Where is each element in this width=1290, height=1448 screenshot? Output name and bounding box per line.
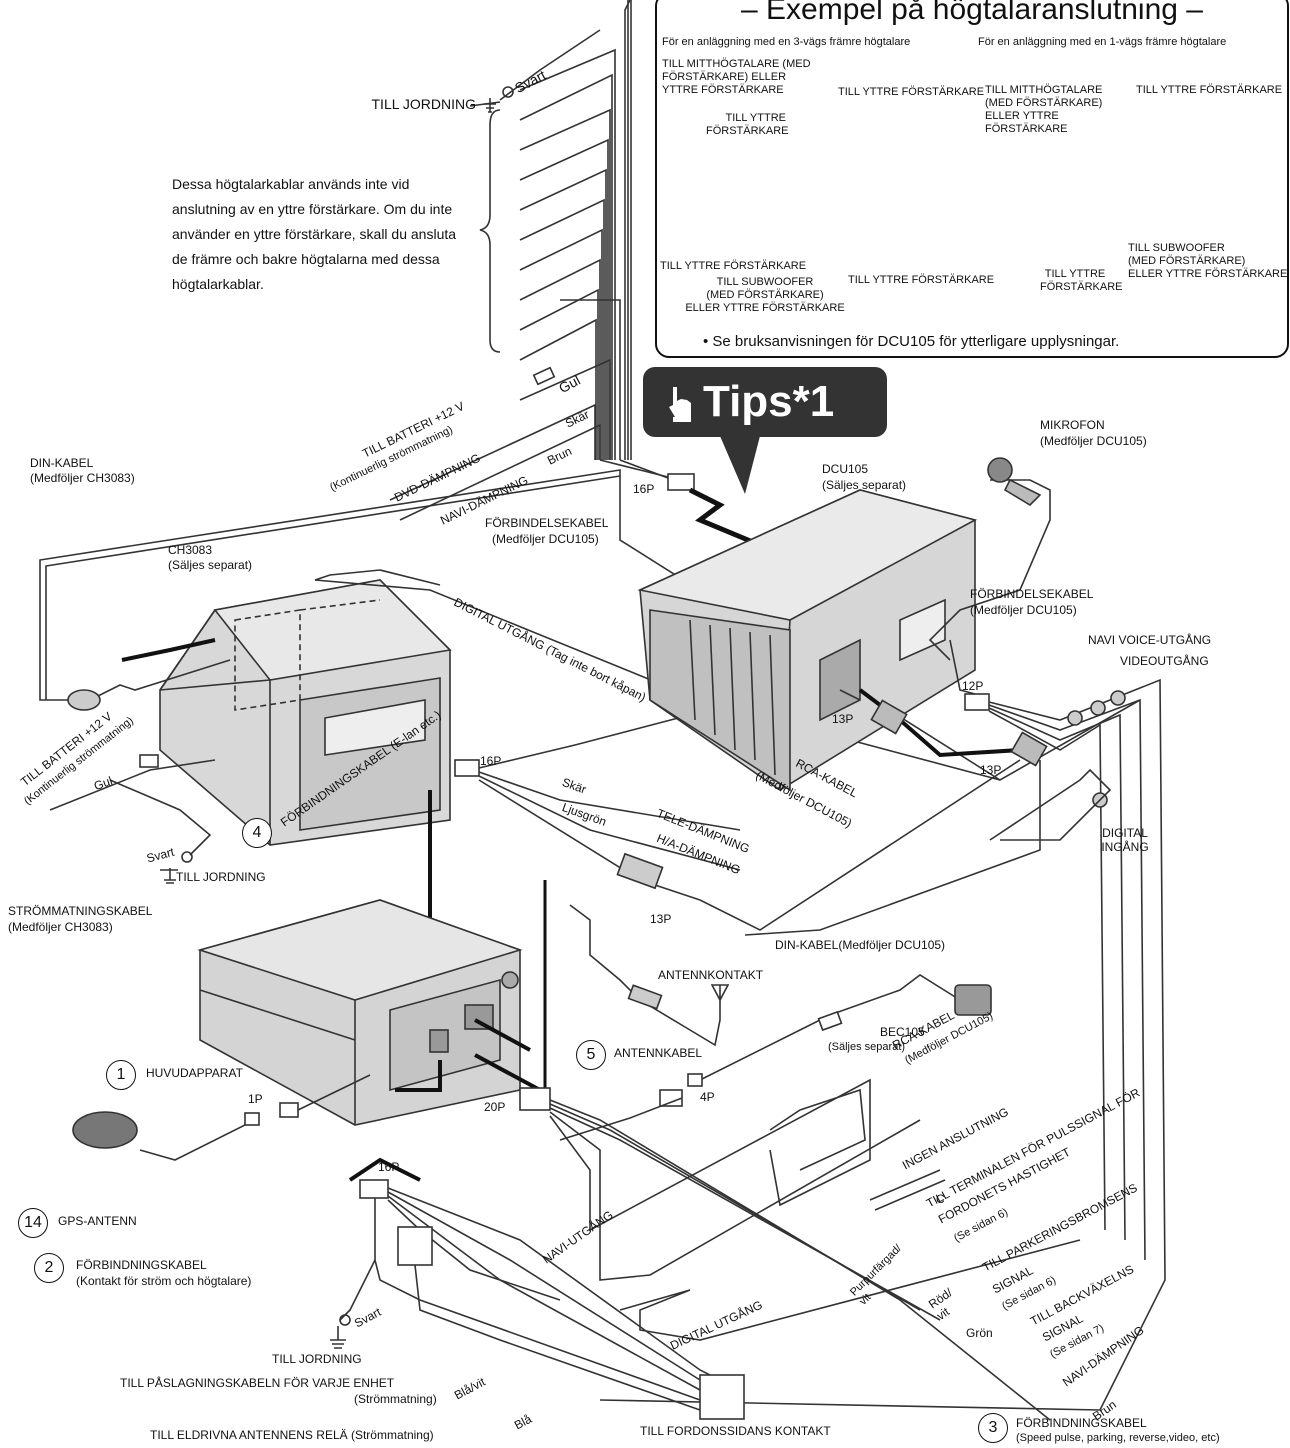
connector-16p-label: 16P	[633, 482, 655, 496]
paslag-sub-label: (Strömmatning)	[354, 1392, 437, 1406]
speaker-example-box: – Exempel på högtalaranslutning –	[655, 0, 1289, 358]
tips-label: Tips*1	[703, 377, 835, 426]
bec105-label: BEC105	[880, 1025, 925, 1039]
antenn-rela-label: TILL ELDRIVNA ANTENNENS RELÄ (Strömmatni…	[150, 1428, 434, 1442]
left-ext-small-label: TILL YTTRE FÖRSTÄRKARE	[706, 112, 789, 137]
connector-20p-label: 20P	[484, 1100, 506, 1114]
callout-5: 5	[576, 1040, 606, 1070]
gron-label: Grön	[966, 1326, 993, 1340]
connector-16p-mid-label: 16P	[480, 754, 502, 768]
ground-ring-icon	[502, 86, 514, 98]
forbindningskabel-3-sub-label: (Speed pulse, parking, reverse,video, et…	[1016, 1432, 1220, 1444]
left-heading: För en anläggning med en 3-vägs främre h…	[662, 36, 911, 48]
callout-14: 14	[18, 1208, 48, 1238]
left-sub-label: TILL SUBWOOFER (MED FÖRSTÄRKARE) ELLER Y…	[685, 276, 845, 314]
left-ext-top-label: TILL YTTRE FÖRSTÄRKARE	[838, 86, 985, 98]
microphone-label: MIKROFON	[1040, 418, 1105, 432]
left-ext-bottom-left-label: TILL YTTRE FÖRSTÄRKARE	[660, 260, 807, 272]
tips-pointer	[720, 436, 760, 494]
dcu105-sub-label: (Säljes separat)	[822, 478, 907, 492]
gul-wire	[519, 358, 611, 460]
gps-antenna-label: GPS-ANTENN	[58, 1214, 137, 1228]
antennkontakt-label: ANTENNKONTAKT	[658, 968, 764, 982]
till-jordning-label: TILL JORDNING	[371, 96, 477, 112]
din-cable-dcu-label: DIN-KABEL(Medföljer DCU105)	[775, 938, 946, 952]
dvd-damp-wire	[389, 403, 596, 501]
left-mid-label: TILL MITTHÖGTALARE (MED FÖRSTÄRKARE) ELL…	[662, 58, 811, 96]
forbindningskabel-3-label: FÖRBINDNINGSKABEL	[1016, 1416, 1147, 1430]
gps-antenna-icon	[72, 1111, 138, 1149]
dcu105-label: DCU105	[822, 462, 869, 476]
camera-icon	[954, 984, 992, 1016]
callout-3: 3	[978, 1413, 1008, 1443]
bec105-sub-label: (Säljes separat)	[828, 1041, 906, 1053]
navi-voice-out-label: NAVI VOICE-UTGÅNG	[1088, 633, 1212, 647]
right-heading: För en anläggning med en 1-vägs främre h…	[978, 36, 1227, 48]
callout-2: 2	[34, 1253, 64, 1283]
forbindningskabel-2-sub-label: (Kontakt för ström och högtalare)	[76, 1274, 252, 1288]
right-ext-top-label: TILL YTTRE FÖRSTÄRKARE	[1136, 84, 1283, 96]
callout-4: 4	[242, 818, 272, 848]
power-cable-label: STRÖMMATNINGSKABEL	[8, 904, 153, 918]
tips-badge: Tips*1	[643, 367, 887, 437]
ch-jordning-label: TILL JORDNING	[176, 870, 266, 884]
bottom-jordning-label: TILL JORDNING	[272, 1352, 362, 1366]
example-note: • Se bruksanvisningen för DCU105 för ytt…	[703, 333, 1120, 350]
right-ext-bottom-label: TILL YTTRE FÖRSTÄRKARE	[1040, 268, 1123, 293]
power-cable-sub-label: (Medföljer CH3083)	[8, 920, 113, 934]
forbindelsekabel-sub-label: (Medföljer DCU105)	[492, 532, 599, 546]
callout-1: 1	[106, 1060, 136, 1090]
fordon-label: TILL FORDONSSIDANS KONTAKT	[640, 1424, 831, 1438]
ch3083-sub-label: (Säljes separat)	[168, 558, 253, 572]
connector-16p	[667, 473, 695, 491]
svart-wire-ch	[109, 779, 212, 856]
dcu-forbindelsekabel-sub-label: (Medföljer DCU105)	[970, 603, 1077, 617]
head-unit	[197, 899, 523, 1126]
mic-icon	[987, 457, 1013, 483]
connector-1p-label: 1P	[248, 1092, 263, 1106]
forbindningskabel-2-label: FÖRBINDNINGSKABEL	[76, 1258, 207, 1272]
speaker-note: Dessa högtalarkablar används inte vid an…	[172, 176, 457, 292]
microphone-sub-label: (Medföljer DCU105)	[1040, 434, 1147, 448]
example-title: – Exempel på högtalaranslutning –	[741, 0, 1203, 26]
video-out-label: VIDEOUTGÅNG	[1120, 654, 1209, 668]
right-sub-label: TILL SUBWOOFER (MED FÖRSTÄRKARE) ELLER Y…	[1128, 242, 1288, 280]
ch3083-label: CH3083	[168, 543, 213, 557]
digital-in-label: DIGITAL INGÅNG	[1101, 826, 1149, 854]
right-mid-label: TILL MITTHÖGTALARE (MED FÖRSTÄRKARE) ELL…	[985, 84, 1103, 135]
navi-damp-wire	[399, 423, 601, 521]
connector-12p-label: 12P	[962, 679, 984, 693]
forbindelsekabel-label: FÖRBINDELSEKABEL	[485, 516, 609, 530]
brace	[479, 109, 501, 353]
antennkabel-label: ANTENNKABEL	[614, 1046, 703, 1060]
battery-plug-icon	[67, 689, 101, 711]
dcu-forbindelsekabel-label: FÖRBINDELSEKABEL	[970, 587, 1094, 601]
speaker-wires-bundle	[519, 0, 681, 481]
connector-13p-mid-label: 13P	[650, 912, 672, 926]
din-cable-label: DIN-KABEL	[30, 456, 94, 470]
din-cable-sub-label: (Medföljer CH3083)	[30, 471, 135, 485]
ch-battery-wire	[89, 659, 231, 701]
mic-cable	[928, 479, 1051, 661]
ch3083-unit	[159, 579, 452, 846]
dcu105-unit	[637, 489, 978, 792]
hand-pointer-icon	[669, 387, 691, 422]
connector-13p-right-label: 13P	[980, 763, 1002, 777]
paslag-label: TILL PÅSLAGNINGSKABELN FÖR VARJE ENHET	[120, 1376, 395, 1390]
connector-4p-label: 4P	[700, 1090, 715, 1104]
connector-16p-bottom-label: 16P	[378, 1160, 400, 1174]
connector-13p-dcu-label: 13P	[832, 712, 854, 726]
head-unit-label: HUVUDAPPARAT	[146, 1066, 243, 1080]
c-label: C	[936, 1192, 945, 1206]
vehicle-connector-icon	[699, 1374, 745, 1420]
left-ext-bottom-right-label: TILL YTTRE FÖRSTÄRKARE	[848, 274, 995, 286]
gul-power-wire	[49, 759, 216, 811]
